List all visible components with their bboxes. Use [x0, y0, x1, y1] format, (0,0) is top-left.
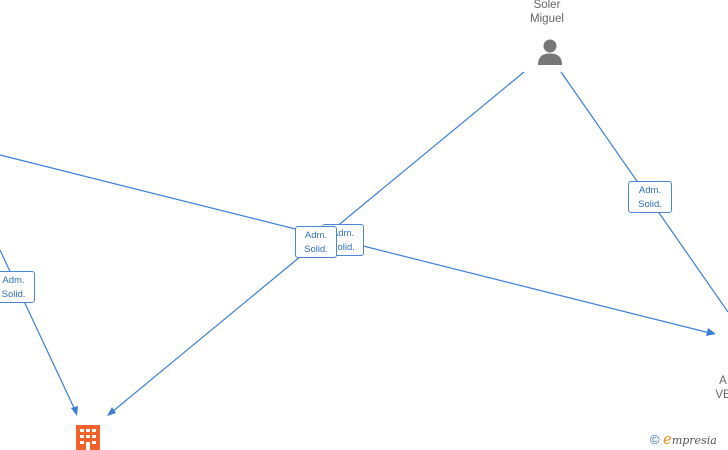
right-company-node-name: A VE	[708, 374, 728, 402]
edge-label-line1: Adm.	[304, 230, 328, 241]
edge-label-adm-solid-front[interactable]: Adm. Solid.	[295, 226, 337, 258]
edge-label-line2: Solid.	[638, 199, 662, 210]
edge-label-line1: Adm.	[638, 185, 662, 196]
edge-label-adm-solid-left[interactable]: Adm. Solid.	[0, 271, 35, 303]
arrowhead-bottom-company-a	[107, 407, 116, 416]
edge-label-line1: Adm.	[331, 228, 355, 239]
right-company-name-line2: VE	[715, 389, 728, 401]
edge-label-line2: Solid.	[1, 289, 26, 300]
edge-label-line2: Solid.	[304, 244, 328, 255]
person-icon[interactable]	[535, 37, 565, 67]
person-name-line2: Miguel	[530, 13, 564, 25]
right-company-name-line1: A	[719, 375, 727, 387]
edge-label-adm-solid-right[interactable]: Adm. Solid.	[628, 181, 672, 213]
person-name-line1: Soler	[533, 0, 561, 11]
copyright-symbol: ©	[650, 432, 660, 447]
brand-logo-text: mpresia	[671, 434, 717, 447]
edge-label-line1: Adm.	[2, 275, 25, 286]
arrowhead-bottom-company-b	[71, 406, 78, 416]
building-icon[interactable]	[76, 425, 100, 450]
edge-label-line2: Solid.	[331, 242, 355, 253]
person-node-name: Soler Miguel	[512, 0, 582, 26]
brand-logo-initial: e	[662, 430, 672, 448]
empresia-watermark: © empresia	[650, 430, 717, 448]
arrowhead-right-company	[706, 328, 716, 336]
